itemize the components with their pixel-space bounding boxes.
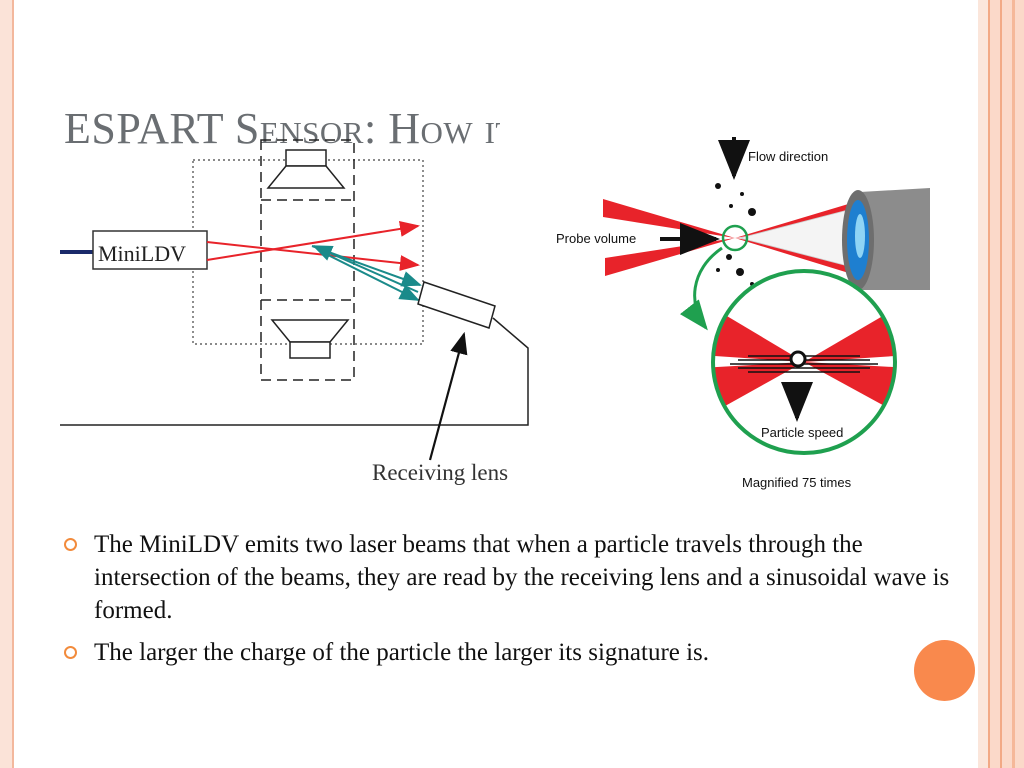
bottom-speaker-icon — [270, 319, 350, 359]
right-frame-band — [978, 0, 1024, 768]
left-frame-line — [12, 0, 14, 768]
miniLDV-diagram: MiniLDV Receiving lens — [60, 139, 529, 485]
particles — [715, 183, 756, 286]
bullet-item: The larger the charge of the particle th… — [62, 636, 962, 669]
top-speaker-icon — [266, 149, 346, 189]
miniLDV-box — [92, 230, 208, 270]
particle-speed-label: Particle speed — [761, 425, 843, 440]
probe-volume-diagram: Flow direction Probe volume — [556, 137, 930, 490]
receiving-lens-icon — [417, 281, 496, 329]
bullet-circle-icon — [64, 538, 77, 551]
bullet-list: The MiniLDV emits two laser beams that w… — [62, 528, 962, 678]
probe-volume-label: Probe volume — [556, 231, 636, 246]
miniLDV-label: MiniLDV — [98, 241, 186, 266]
particle-icon — [789, 350, 807, 368]
decorative-orange-circle — [914, 640, 975, 701]
magnified-label: Magnified 75 times — [742, 475, 852, 490]
left-frame-band — [0, 0, 12, 768]
probe-volume-circle — [721, 224, 749, 252]
speaker-housing-outline — [260, 139, 355, 381]
sensor-head-icon — [842, 188, 930, 290]
bullet-circle-icon — [64, 646, 77, 659]
flow-direction-label: Flow direction — [748, 149, 828, 164]
bullet-item: The MiniLDV emits two laser beams that w… — [62, 528, 962, 627]
magnified-view: Particle speed — [711, 269, 897, 455]
receiving-lens-label: Receiving lens — [372, 460, 508, 485]
